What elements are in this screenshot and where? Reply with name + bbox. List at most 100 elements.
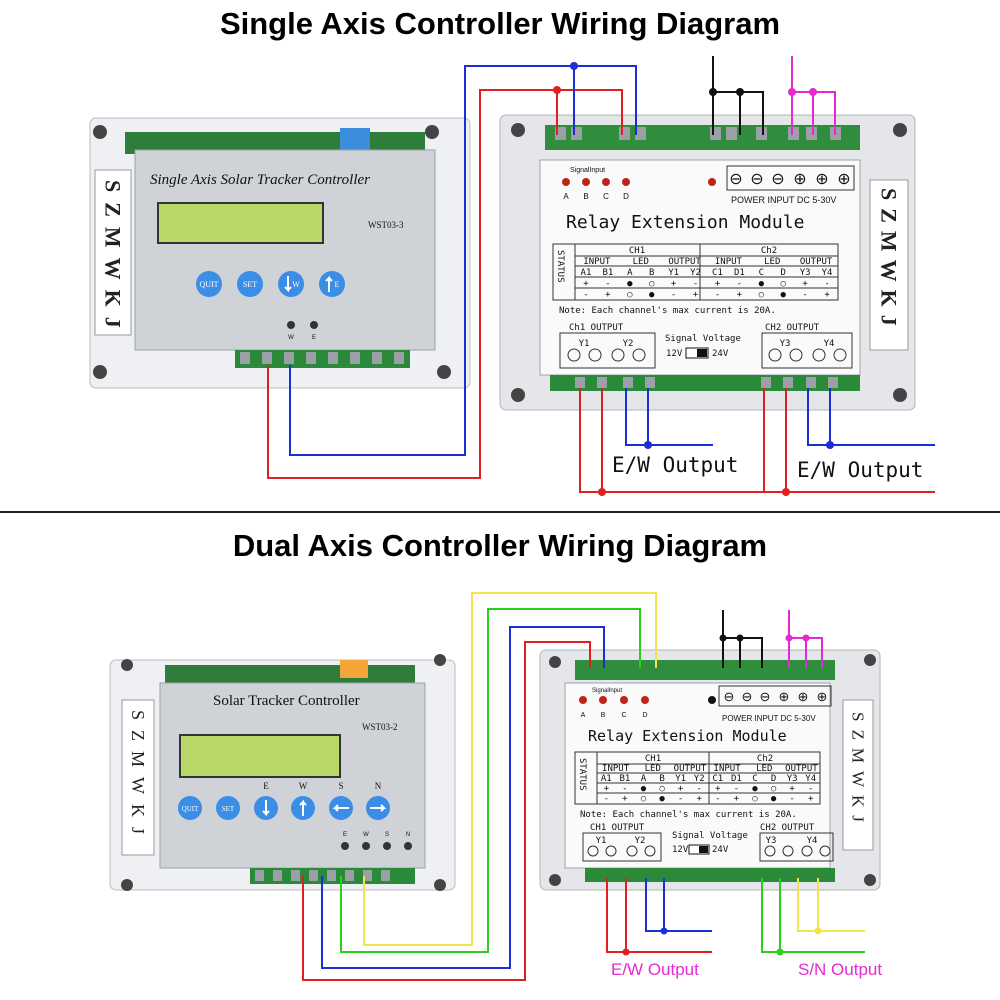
svg-text:⊕: ⊕ xyxy=(817,689,828,704)
led-w-dual xyxy=(362,842,370,850)
svg-text:CH2 OUTPUT: CH2 OUTPUT xyxy=(760,823,815,833)
svg-text:Signal Voltage: Signal Voltage xyxy=(672,831,748,841)
arrow-down-icon xyxy=(284,276,292,293)
n-button-dual[interactable] xyxy=(366,796,390,820)
controller-title: Single Axis Solar Tracker Controller xyxy=(150,172,370,188)
table-column-label: B xyxy=(649,268,654,278)
led-s-dual xyxy=(383,842,391,850)
dual-controller: SZMWKJ Solar Tracker Controller WST03-2 … xyxy=(109,654,456,891)
svg-text:Y1: Y1 xyxy=(596,836,607,846)
table-cell: + xyxy=(808,794,814,804)
e-button[interactable]: E xyxy=(319,271,345,297)
svg-text:Y4: Y4 xyxy=(824,339,835,349)
table-cell: + xyxy=(824,290,830,300)
table-cell: ● xyxy=(759,279,765,289)
table-cell: - xyxy=(622,784,627,794)
single-axis-title: Single Axis Controller Wiring Diagram xyxy=(219,6,781,41)
sn-output-label-dual: S/N Output xyxy=(798,960,882,979)
top-wires xyxy=(267,56,935,496)
table-cell: - xyxy=(696,784,701,794)
table-cell: - xyxy=(693,279,698,289)
led-e-dual xyxy=(341,842,349,850)
svg-text:QUIT: QUIT xyxy=(182,805,199,813)
table-cell: + xyxy=(715,784,721,794)
ch2-output-label: CH2 OUTPUT xyxy=(765,323,820,333)
table-subheader: LED xyxy=(645,764,661,774)
model-label: WST03-3 xyxy=(368,220,404,230)
svg-text:QUIT: QUIT xyxy=(199,280,218,289)
table-subheader: OUTPUT xyxy=(800,257,833,267)
table-column-label: C1 xyxy=(712,268,723,278)
e-button-dual[interactable] xyxy=(254,796,278,820)
table-column-label: D1 xyxy=(731,774,742,784)
svg-text:A: A xyxy=(581,712,586,719)
table-column-label: C xyxy=(759,268,764,278)
svg-text:S: S xyxy=(338,781,343,791)
table-column-label: Y3 xyxy=(787,774,798,784)
table-cell: ● xyxy=(641,784,647,794)
single-axis-section: SZMWKJ Single Axis Solar Tracker Control… xyxy=(89,56,935,496)
table-column-label: D xyxy=(771,774,776,784)
w-button-dual[interactable] xyxy=(291,796,315,820)
svg-text:Ch2: Ch2 xyxy=(757,754,773,764)
ch1-output-label: Ch1 OUTPUT xyxy=(569,323,624,333)
svg-text:⊖: ⊖ xyxy=(760,689,771,704)
svg-text:Note: Each channel's max curre: Note: Each channel's max current is 20A. xyxy=(580,810,797,820)
w-button[interactable]: W xyxy=(278,271,304,297)
led-w xyxy=(287,321,295,329)
svg-text:A: A xyxy=(563,192,569,201)
quit-button-dual[interactable]: QUIT xyxy=(178,796,202,820)
table-subheader: LED xyxy=(764,257,780,267)
table-subheader: LED xyxy=(633,257,649,267)
led-n-dual xyxy=(404,842,412,850)
svg-text:W: W xyxy=(363,832,369,838)
svg-text:Y1: Y1 xyxy=(579,339,590,349)
table-cell: ○ xyxy=(752,794,758,804)
brand-label-dual-right: SZMWKJ xyxy=(849,712,868,830)
module-title-dual: Relay Extension Module xyxy=(588,727,787,745)
table-cell: + xyxy=(605,290,611,300)
svg-text:12V: 12V xyxy=(666,349,683,359)
signal-input-leds xyxy=(562,178,716,186)
arrow-left-icon xyxy=(332,804,349,812)
table-cell: ○ xyxy=(627,290,633,300)
svg-text:⊖: ⊖ xyxy=(724,689,735,704)
svg-text:E: E xyxy=(263,781,269,791)
table-column-label: C1 xyxy=(712,774,723,784)
lcd-screen-dual xyxy=(179,734,341,778)
table-column-label: Y4 xyxy=(805,774,816,784)
svg-text:D: D xyxy=(642,712,647,719)
set-button-dual[interactable]: SET xyxy=(216,796,240,820)
table-subheader: INPUT xyxy=(602,764,630,774)
table-cell: - xyxy=(715,794,720,804)
svg-text:W: W xyxy=(288,335,294,341)
table-cell: ○ xyxy=(780,279,786,289)
table-column-label: B1 xyxy=(602,268,613,278)
set-button[interactable]: SET xyxy=(237,271,263,297)
table-cell: - xyxy=(734,784,739,794)
svg-text:24V: 24V xyxy=(712,845,729,855)
table-cell: ● xyxy=(771,794,777,804)
svg-text:E: E xyxy=(343,832,347,838)
s-button-dual[interactable] xyxy=(329,796,353,820)
svg-text:12V: 12V xyxy=(672,845,689,855)
relay-module-bottom: SZMWKJ SignalInput A B C D ⊖ ⊖ ⊖ ⊕ ⊕ ⊕ P… xyxy=(539,649,881,891)
table-cell: - xyxy=(789,794,794,804)
table-subheader: INPUT xyxy=(583,257,611,267)
table-cell: ● xyxy=(752,784,758,794)
table-cell: - xyxy=(678,794,683,804)
table-column-label: Y4 xyxy=(822,268,833,278)
led-e xyxy=(310,321,318,329)
table-subheader: INPUT xyxy=(714,764,742,774)
svg-text:SignalInput: SignalInput xyxy=(592,688,622,694)
svg-text:B: B xyxy=(583,192,588,201)
table-cell: + xyxy=(737,290,743,300)
ew-output-label-2: E/W Output xyxy=(797,458,923,482)
quit-button[interactable]: QUIT xyxy=(196,271,222,297)
table-cell: - xyxy=(802,290,807,300)
arrow-right-icon xyxy=(370,804,387,812)
